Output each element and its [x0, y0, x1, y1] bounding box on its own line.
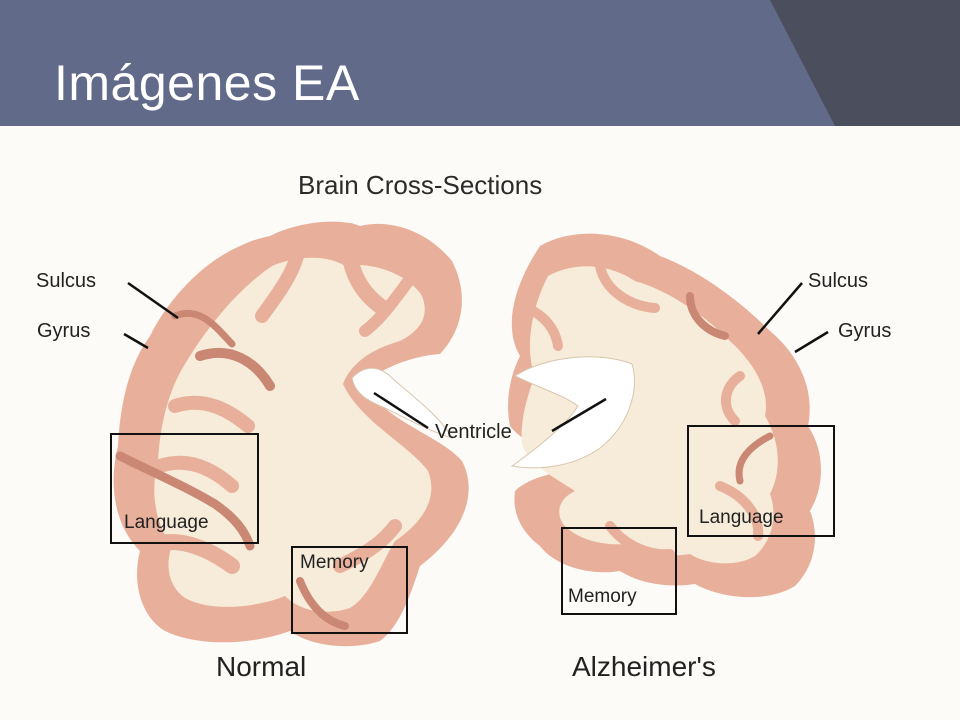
- sulcus-right-pointer: [757, 282, 803, 335]
- normal-gyrus-fold: [153, 455, 239, 493]
- alzheimers-brain: [508, 233, 822, 598]
- label-memory-normal: Memory: [300, 552, 369, 573]
- alzheimers-gyrus-fold: [735, 432, 774, 485]
- gyrus-right-pointer: [794, 330, 829, 354]
- normal-gyrus-fold: [255, 229, 307, 323]
- caption-alzheimers: Alzheimer's: [572, 651, 716, 682]
- ventricle-right-pointer: [551, 397, 607, 433]
- language-region-box-alzheimers: [687, 425, 835, 537]
- caption-normal: Normal: [216, 651, 307, 682]
- alzheimers-gyrus-fold: [715, 481, 764, 541]
- normal-brain-white-matter: [154, 257, 432, 612]
- normal-gyrus-fold: [333, 519, 402, 573]
- header-corner-shape: [770, 0, 960, 126]
- alzheimers-gyrus-fold: [605, 521, 675, 560]
- figure-title: Brain Cross-Sections: [298, 170, 543, 200]
- label-sulcus-normal: Sulcus: [36, 270, 97, 292]
- normal-gyrus-fold: [168, 395, 255, 433]
- label-memory-alzheimers: Memory: [568, 586, 637, 607]
- brain-illustration: [110, 221, 835, 647]
- label-ventricle: Ventricle: [435, 421, 512, 443]
- gyrus-left-pointer: [123, 332, 149, 350]
- alzheimers-gyrus-fold: [595, 261, 660, 313]
- normal-gyrus-fold: [341, 223, 388, 314]
- sulcus-left-pointer: [127, 281, 179, 320]
- normal-gyrus-fold: [115, 451, 255, 551]
- memory-region-box-normal: [291, 546, 408, 634]
- alzheimers-gyrus-fold: [515, 301, 563, 351]
- normal-brain: [113, 221, 469, 647]
- normal-gyrus-fold: [359, 260, 426, 337]
- slide-header: Imágenes EA: [0, 0, 960, 126]
- language-region-box-normal: [110, 433, 259, 544]
- alzheimers-gyrus-fold: [686, 292, 729, 340]
- ventricle-left-pointer: [373, 391, 429, 430]
- brain-figure: Brain Cross-Sections Sulcus Gyrus Sulcus…: [0, 126, 960, 720]
- alzheimers-ventricle: [510, 356, 635, 469]
- normal-gyrus-fold: [296, 577, 349, 630]
- label-language-normal: Language: [124, 512, 209, 533]
- slide-title: Imágenes EA: [54, 55, 360, 111]
- label-gyrus-normal: Gyrus: [37, 320, 91, 342]
- memory-region-box-alzheimers: [561, 527, 677, 615]
- label-language-alzheimers: Language: [699, 507, 784, 528]
- alzheimers-brain-white-matter: [521, 266, 778, 564]
- label-gyrus-alzheimers: Gyrus: [838, 320, 892, 342]
- alzheimers-gyrus-fold: [721, 371, 745, 426]
- normal-ventricle: [351, 367, 454, 439]
- normal-gyrus-fold: [171, 309, 236, 348]
- normal-gyrus-fold: [195, 347, 275, 391]
- label-sulcus-alzheimers: Sulcus: [808, 270, 869, 292]
